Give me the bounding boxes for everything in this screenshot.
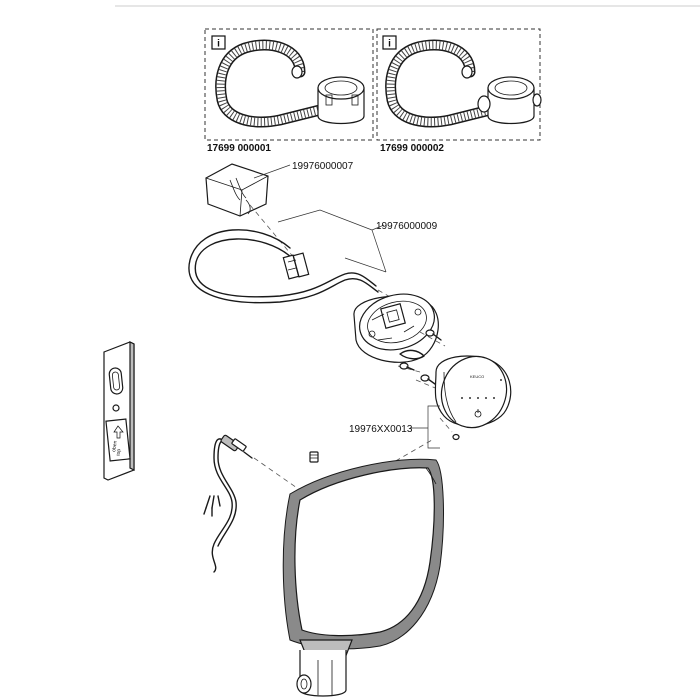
mounting-base [353, 293, 439, 363]
indicator-dots [461, 397, 495, 399]
flexible-conduit [215, 39, 326, 128]
kit-option-1-panel: i 17699 000001 [204, 28, 374, 154]
mirror-arm [296, 639, 353, 697]
wall-mounting-plate: oben top [103, 341, 135, 481]
plate-text-oben: oben [111, 440, 119, 452]
kit-option-1-label: 17699 000001 [207, 143, 271, 154]
plug-connector [220, 434, 253, 459]
leader-control-unit [410, 405, 440, 449]
control-unit: KEUCO [434, 355, 512, 429]
kit-option-2-label: 17699 000002 [380, 143, 444, 154]
assembly-line-4 [253, 457, 301, 491]
grub-screw [439, 417, 460, 441]
junction-box [205, 163, 269, 217]
cable-set [188, 229, 379, 304]
leader-junction-box [253, 164, 291, 179]
spring-clip [399, 349, 425, 360]
info-icon-glyph: i [217, 39, 220, 50]
info-icon-glyph: i [388, 39, 391, 50]
brightness-icon [500, 379, 502, 381]
arrow-up-icon [113, 425, 124, 439]
power-cable [203, 434, 253, 573]
leader-cable-set [277, 209, 387, 273]
flush-mount-box [317, 76, 365, 125]
power-icon [474, 409, 482, 418]
cosmetic-mirror [282, 458, 444, 697]
set-screw [309, 451, 319, 463]
info-icon [211, 35, 226, 50]
flexible-conduit [385, 39, 496, 128]
kit-option-2-panel: i 17699 000002 [376, 28, 542, 154]
plate-text-top: top [115, 448, 122, 456]
junction-box-label: 19976000007 [292, 161, 354, 172]
cable-connector [282, 252, 310, 280]
control-unit-label: 19976XX0013 [349, 424, 413, 435]
flush-mount-box-with-ports [477, 76, 542, 125]
control-unit-brand: KEUCO [470, 374, 484, 379]
info-icon [382, 35, 397, 50]
screw-1 [419, 329, 446, 347]
screw-2 [397, 362, 421, 373]
cable-set-label: 19976000009 [376, 221, 438, 232]
